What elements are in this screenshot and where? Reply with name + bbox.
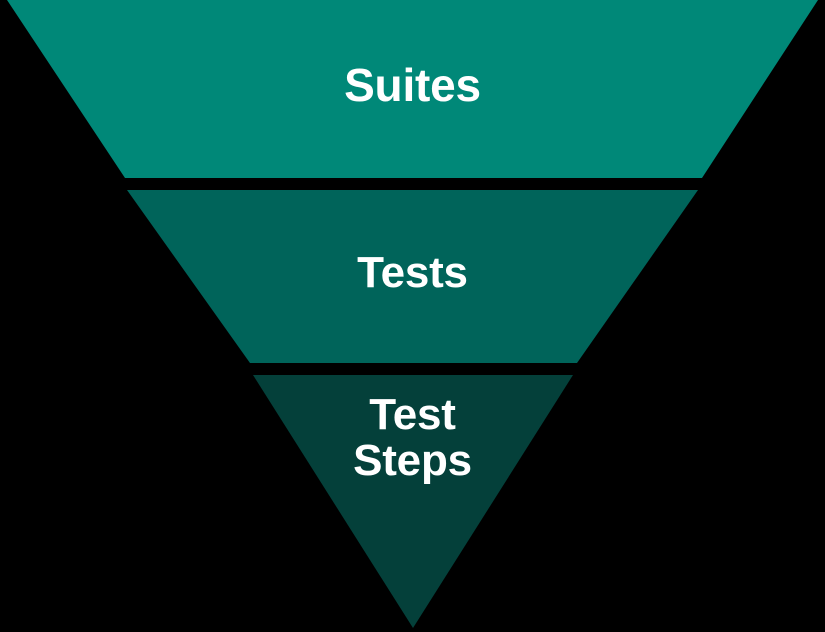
funnel-band-tests[interactable] xyxy=(127,190,698,363)
funnel-band-test-steps[interactable] xyxy=(253,375,573,628)
funnel-band-suites[interactable] xyxy=(7,0,818,178)
